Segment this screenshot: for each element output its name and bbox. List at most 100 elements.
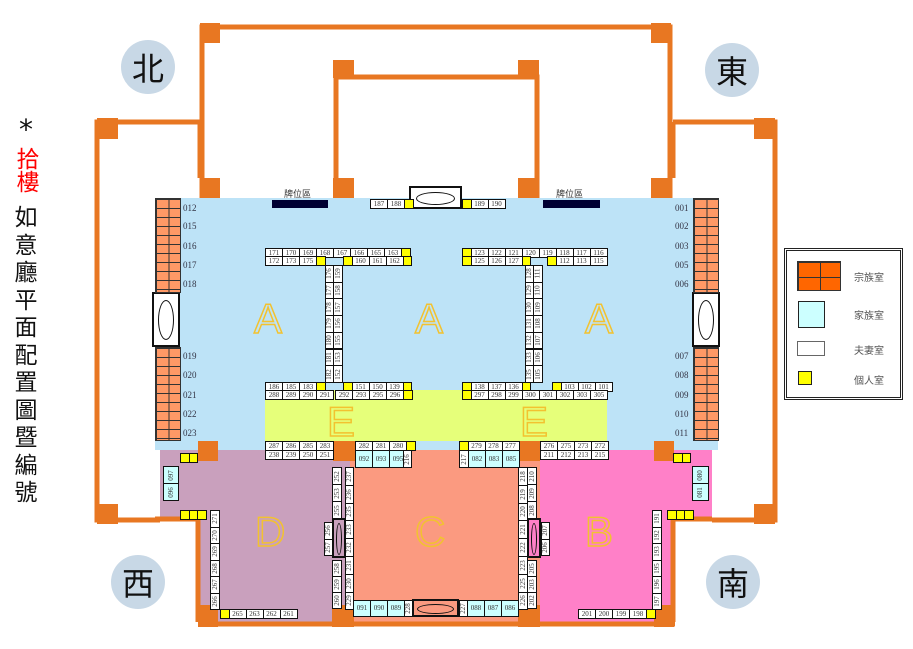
couple-room[interactable]: 215 [591, 450, 609, 460]
couple-room[interactable]: 157 [333, 298, 343, 317]
couple-room[interactable]: 270 [210, 526, 220, 544]
couple-room[interactable]: 256 [324, 522, 333, 540]
family-room[interactable]: 088 [467, 600, 485, 617]
couple-room[interactable]: 251 [316, 450, 334, 460]
couple-room[interactable]: 113 [572, 256, 591, 266]
couple-room[interactable]: 303 [573, 390, 591, 400]
couple-room[interactable]: 231 [345, 556, 354, 575]
couple-room[interactable]: 199 [612, 609, 630, 619]
family-room[interactable]: 089 [387, 600, 405, 617]
couple-room[interactable]: 115 [589, 256, 608, 266]
couple-room[interactable]: 152 [333, 365, 343, 383]
couple-room[interactable]: 195 [652, 559, 662, 577]
personal-room[interactable] [197, 510, 207, 520]
couple-room[interactable]: 187 [370, 199, 388, 209]
couple-room[interactable]: 295 [369, 390, 387, 400]
family-room[interactable]: 090 [370, 600, 388, 617]
personal-room[interactable] [404, 199, 414, 209]
couple-room[interactable]: 216 [403, 450, 412, 468]
couple-room[interactable]: 111 [533, 265, 543, 283]
couple-room[interactable]: 261 [279, 609, 298, 619]
couple-room[interactable]: 190 [487, 199, 506, 209]
couple-room[interactable]: 228 [404, 600, 413, 617]
couple-room[interactable]: 109 [533, 298, 543, 317]
couple-room[interactable]: 107 [533, 331, 543, 350]
couple-room[interactable]: 193 [652, 543, 662, 561]
couple-room[interactable]: 153 [333, 348, 343, 367]
couple-room[interactable]: 222 [518, 538, 528, 557]
couple-room[interactable]: 105 [533, 365, 543, 383]
couple-room[interactable]: 233 [345, 520, 354, 540]
couple-room[interactable]: 159 [333, 265, 343, 283]
couple-room[interactable]: 265 [228, 609, 247, 619]
couple-room[interactable]: 196 [652, 576, 662, 594]
family-room[interactable]: 081 [692, 483, 709, 501]
couple-room[interactable]: 162 [385, 256, 404, 266]
couple-room[interactable]: 206 [541, 538, 550, 556]
couple-room[interactable]: 197 [652, 592, 662, 610]
couple-room[interactable]: 288 [265, 390, 283, 400]
couple-room[interactable]: 125 [470, 256, 489, 266]
couple-room[interactable]: 209 [527, 484, 537, 502]
couple-room[interactable]: 110 [533, 281, 543, 300]
couple-room[interactable]: 208 [527, 501, 537, 519]
couple-room[interactable]: 108 [533, 315, 543, 333]
family-room[interactable]: 093 [372, 450, 390, 468]
couple-room[interactable]: 255 [332, 501, 342, 519]
personal-room[interactable] [188, 453, 198, 463]
couple-room[interactable]: 112 [555, 256, 574, 266]
couple-room[interactable]: 155 [333, 331, 343, 350]
family-room[interactable]: 083 [485, 450, 503, 468]
couple-room[interactable]: 253 [332, 484, 342, 502]
couple-room[interactable]: 201 [578, 609, 596, 619]
couple-room[interactable]: 302 [556, 390, 574, 400]
family-room[interactable]: 086 [501, 600, 519, 617]
couple-room[interactable]: 210 [527, 467, 537, 485]
couple-room[interactable]: 192 [652, 526, 662, 544]
family-room[interactable]: 091 [353, 600, 371, 617]
couple-room[interactable]: 191 [652, 510, 662, 528]
couple-room[interactable]: 160 [351, 256, 370, 266]
couple-room[interactable]: 289 [282, 390, 300, 400]
couple-room[interactable]: 161 [368, 256, 387, 266]
couple-room[interactable]: 232 [345, 538, 354, 557]
couple-room[interactable]: 262 [262, 609, 281, 619]
couple-room[interactable]: 235 [345, 502, 354, 522]
couple-room[interactable]: 156 [333, 315, 343, 333]
couple-room[interactable]: 205 [527, 560, 537, 577]
couple-room[interactable]: 230 [345, 573, 354, 593]
couple-room[interactable]: 175 [299, 256, 317, 266]
personal-room[interactable] [402, 256, 412, 266]
couple-room[interactable]: 211 [540, 450, 558, 460]
couple-room[interactable]: 263 [245, 609, 264, 619]
couple-room[interactable]: 257 [324, 538, 333, 556]
couple-room[interactable]: 250 [299, 450, 317, 460]
couple-room[interactable]: 221 [518, 520, 528, 540]
personal-room[interactable] [403, 390, 413, 400]
couple-room[interactable]: 106 [533, 348, 543, 367]
couple-room[interactable]: 236 [345, 484, 354, 504]
couple-room[interactable]: 126 [487, 256, 506, 266]
family-room[interactable]: 095 [389, 450, 407, 468]
couple-room[interactable]: 207 [541, 522, 550, 540]
couple-room[interactable]: 198 [629, 609, 647, 619]
family-room[interactable]: 087 [484, 600, 502, 617]
couple-room[interactable]: 269 [210, 543, 220, 561]
couple-room[interactable]: 298 [487, 390, 506, 400]
personal-room[interactable] [316, 256, 326, 266]
couple-room[interactable]: 158 [333, 281, 343, 300]
personal-room[interactable] [681, 453, 691, 463]
couple-room[interactable]: 202 [527, 592, 537, 609]
family-room[interactable]: 082 [468, 450, 486, 468]
couple-room[interactable]: 127 [504, 256, 523, 266]
couple-room[interactable]: 260 [332, 592, 342, 609]
couple-room[interactable]: 297 [470, 390, 489, 400]
personal-room[interactable] [646, 609, 656, 619]
couple-room[interactable]: 267 [210, 576, 220, 594]
family-room[interactable]: 096 [163, 483, 179, 501]
couple-room[interactable]: 200 [595, 609, 613, 619]
couple-room[interactable]: 238 [265, 450, 283, 460]
couple-room[interactable]: 188 [387, 199, 405, 209]
couple-room[interactable]: 296 [386, 390, 404, 400]
couple-room[interactable]: 237 [345, 467, 354, 486]
